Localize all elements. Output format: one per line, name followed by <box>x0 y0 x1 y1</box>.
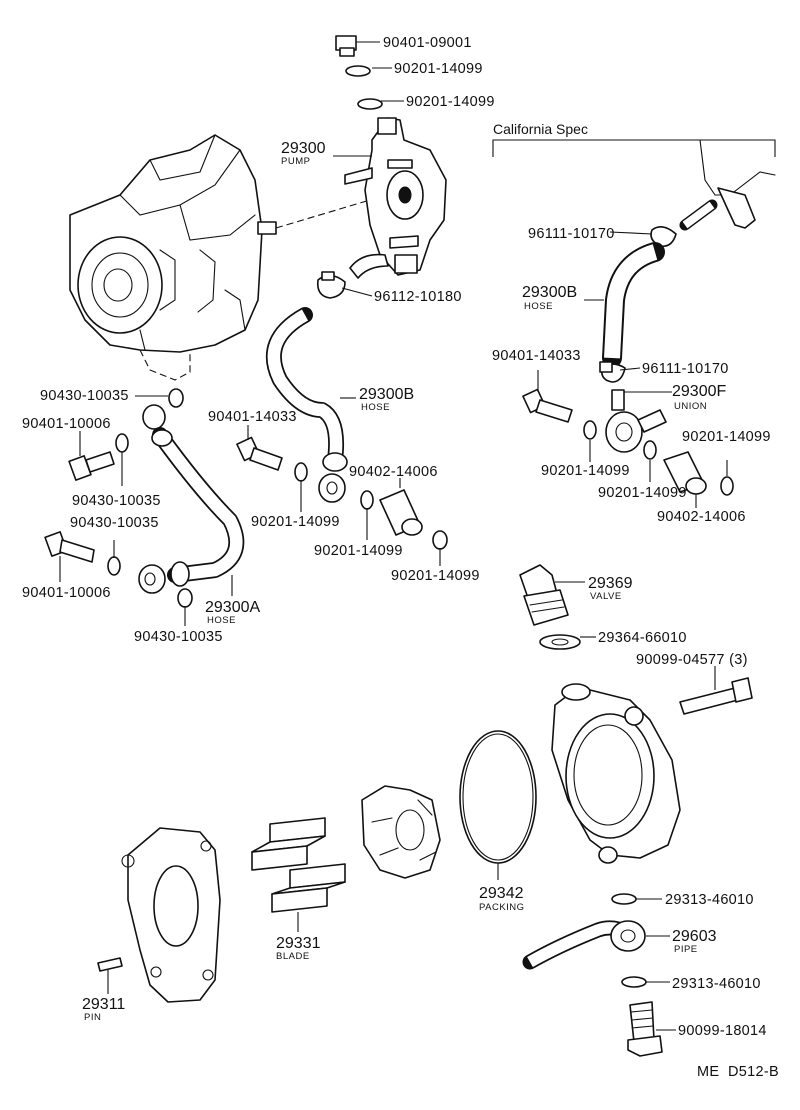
label-90201-14099-m3: 90201-14099 <box>391 568 480 584</box>
label-96111-10170-b: 96111-10170 <box>642 361 729 377</box>
label-union-name: UNION <box>674 401 707 412</box>
pump-housing <box>551 683 681 864</box>
label-90201-14099-b: 90201-14099 <box>406 94 495 110</box>
california-spec-box <box>492 139 776 383</box>
label-96112-10180: 96112-10180 <box>374 289 462 305</box>
label-union-number: 29300F <box>672 383 726 400</box>
label-hose-29300b-right-number: 29300B <box>522 284 577 301</box>
clamp-96112 <box>316 271 346 299</box>
label-29364-66010: 29364-66010 <box>598 630 687 646</box>
gasket-90430-a <box>168 388 184 408</box>
gasket-90201-m2 <box>360 490 374 510</box>
fitting-90402-center <box>379 489 423 536</box>
bolt-90401-10006-upper <box>68 451 115 481</box>
label-hose-29300a-number: 29300A <box>205 599 260 616</box>
label-pipe-name: PIPE <box>674 944 698 955</box>
label-96111-10170-a: 96111-10170 <box>528 226 615 242</box>
label-90201-14099-r2: 90201-14099 <box>598 485 687 501</box>
packing-ring <box>459 730 537 864</box>
gasket-29313-a <box>611 893 637 905</box>
hose-29300a <box>138 404 245 594</box>
label-90401-14033-center: 90401-14033 <box>208 409 297 425</box>
bolt-90401-10006-lower <box>44 531 95 563</box>
valve-29369 <box>519 564 581 650</box>
label-90430-10035-c: 90430-10035 <box>70 515 159 531</box>
label-90402-14006-right: 90402-14006 <box>657 509 746 525</box>
label-90201-14099-m2: 90201-14099 <box>314 543 403 559</box>
label-90430-10035-d: 90430-10035 <box>134 629 223 645</box>
label-pin-number: 29311 <box>82 996 125 1013</box>
rotor <box>361 785 441 879</box>
label-90099-04577: 90099-04577 (3) <box>636 652 748 668</box>
gasket-90201-m1 <box>294 462 308 482</box>
label-pipe-number: 29603 <box>672 928 717 945</box>
gasket-90201-m3 <box>432 530 448 550</box>
bolt-90401-14033-right <box>522 388 573 423</box>
label-90430-10035-b: 90430-10035 <box>72 493 161 509</box>
label-90402-14006-center: 90402-14006 <box>349 464 438 480</box>
pin-29311 <box>97 957 123 972</box>
gasket-90201-r2 <box>643 440 657 460</box>
hose-29300b-center <box>265 307 348 503</box>
alternator-drawing <box>69 134 371 381</box>
label-90401-10006-b: 90401-10006 <box>22 585 111 601</box>
label-90201-14099-m1: 90201-14099 <box>251 514 340 530</box>
label-90401-09001: 90401-09001 <box>383 35 472 51</box>
gasket-29313-b <box>621 976 647 988</box>
gasket-90430-b <box>115 433 129 453</box>
leader-lines <box>59 41 728 1031</box>
bolt-90099-18014 <box>627 1001 663 1057</box>
label-packing-number: 29342 <box>479 885 524 902</box>
gasket-90201-r1 <box>583 420 597 440</box>
bolt-90099-04577 <box>679 677 753 715</box>
label-90201-14099-r3: 90201-14099 <box>682 429 771 445</box>
pump-drawing <box>335 35 447 279</box>
label-valve-number: 29369 <box>588 575 633 592</box>
label-blade-number: 29331 <box>276 935 321 952</box>
label-pump-number: 29300 <box>281 140 326 157</box>
label-pump-name: PUMP <box>281 156 310 167</box>
bolt-90401-14033-center <box>236 436 283 471</box>
label-california-spec: California Spec <box>493 121 588 137</box>
label-packing-name: PACKING <box>479 902 525 913</box>
label-blade-name: BLADE <box>276 951 310 962</box>
label-hose-29300b-right-name: HOSE <box>524 301 553 312</box>
label-hose-29300b-center-number: 29300B <box>359 386 414 403</box>
label-90099-18014: 90099-18014 <box>678 1023 767 1039</box>
label-90401-10006-a: 90401-10006 <box>22 416 111 432</box>
label-valve-name: VALVE <box>590 591 622 602</box>
label-90201-14099-a: 90201-14099 <box>394 61 483 77</box>
label-pin-name: PIN <box>84 1012 101 1023</box>
label-footer-code: ME D512-B <box>697 1064 779 1080</box>
gasket-90201-r3 <box>720 476 734 496</box>
label-90430-10035-a: 90430-10035 <box>40 388 129 404</box>
fitting-90402-right <box>663 451 707 495</box>
cover-plate <box>121 827 221 1003</box>
label-hose-29300a-name: HOSE <box>207 615 236 626</box>
label-29313-46010-b: 29313-46010 <box>672 976 761 992</box>
gasket-90430-c <box>107 556 121 576</box>
pipe-29603 <box>522 920 646 970</box>
union-29300f <box>605 389 667 453</box>
label-90201-14099-r1: 90201-14099 <box>541 463 630 479</box>
gasket-90430-d <box>177 588 193 608</box>
label-hose-29300b-center-name: HOSE <box>361 402 390 413</box>
label-29313-46010-a: 29313-46010 <box>665 892 754 908</box>
label-90401-14033-right: 90401-14033 <box>492 348 581 364</box>
blades <box>251 817 346 913</box>
